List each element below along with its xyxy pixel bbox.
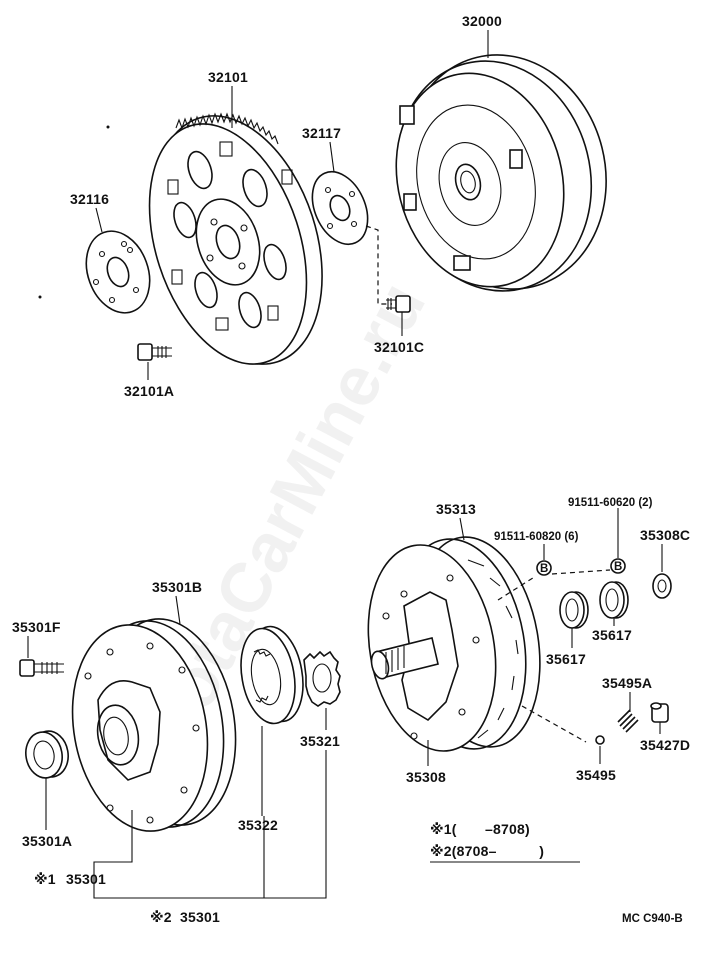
bolt-marker-b-60820: B [536, 560, 552, 576]
driven-gear-35322 [240, 625, 304, 725]
circle-b-text: B [540, 563, 548, 575]
label-35301-ref1: 35301 [66, 871, 106, 887]
plug-35427D [650, 702, 669, 723]
dashed-35495 [521, 705, 587, 743]
label-35301A: 35301A [22, 833, 72, 849]
leader-35301B [175, 595, 181, 625]
spacer-plate-32116 [85, 230, 151, 314]
bolt-35301F [19, 659, 64, 677]
oil-seal-35301A [25, 730, 69, 779]
label-35617-b: 35617 [592, 627, 632, 643]
seal-ring-35617-b [599, 581, 629, 619]
label-35308C: 35308C [640, 527, 690, 543]
label-35301-ref2: 35301 [180, 909, 220, 925]
bolt-32101C [386, 295, 411, 313]
pump-body-35301B [71, 618, 237, 832]
label-32101C: 32101C [374, 339, 424, 355]
drive-plate-32101 [148, 112, 323, 365]
label-32116: 32116 [70, 191, 109, 207]
ref2-mark: ※2 [150, 909, 172, 925]
label-35308: 35308 [406, 769, 446, 785]
label-32101: 32101 [208, 69, 248, 85]
bolt-32101A [137, 343, 172, 361]
label-35301F: 35301F [12, 619, 61, 635]
label-35495: 35495 [576, 767, 616, 783]
label-35321: 35321 [300, 733, 340, 749]
dashed-b-line [497, 569, 611, 601]
legend-line-2: ※2(8708– ) [430, 843, 544, 859]
leader-32116 [95, 207, 103, 233]
ref1-mark: ※1 [34, 871, 56, 887]
dashed-32101C [365, 225, 392, 305]
check-ball-35495 [595, 735, 605, 745]
bolt-marker-b-60620: B [610, 558, 626, 574]
dot [38, 295, 42, 299]
seal-ring-35308C [652, 573, 672, 599]
torque-converter-32000 [395, 54, 607, 292]
leader-32117 [329, 141, 335, 173]
label-35427D: 35427D [640, 737, 690, 753]
bracket-ref1 [93, 810, 133, 878]
label-32117: 32117 [302, 125, 341, 141]
legend: ※1( –8708) ※2(8708– ) [430, 821, 580, 863]
label-32000: 32000 [462, 13, 502, 29]
seal-ring-35617-a [559, 591, 589, 629]
drive-gear-35321 [303, 650, 341, 707]
circle-b-text: B [614, 561, 622, 573]
label-35495A: 35495A [602, 675, 652, 691]
stator-shaft-35308 [367, 536, 541, 752]
label-91511-60820: 91511-60820 (6) [494, 531, 579, 543]
dot [106, 125, 110, 129]
spacer-plate-32117 [311, 171, 369, 245]
diagram-code: MC C940-B [622, 913, 683, 925]
leader-35313 [459, 517, 465, 541]
label-35301B: 35301B [152, 579, 202, 595]
label-32101A: 32101A [124, 383, 174, 399]
spring-35495A [617, 709, 639, 733]
bracket-ref2 [93, 750, 327, 899]
label-35313: 35313 [436, 501, 476, 517]
legend-line-1: ※1( –8708) [430, 821, 530, 837]
label-91511-60620: 91511-60620 (2) [568, 497, 653, 509]
label-35617-a: 35617 [546, 651, 586, 667]
label-35322: 35322 [238, 817, 278, 833]
